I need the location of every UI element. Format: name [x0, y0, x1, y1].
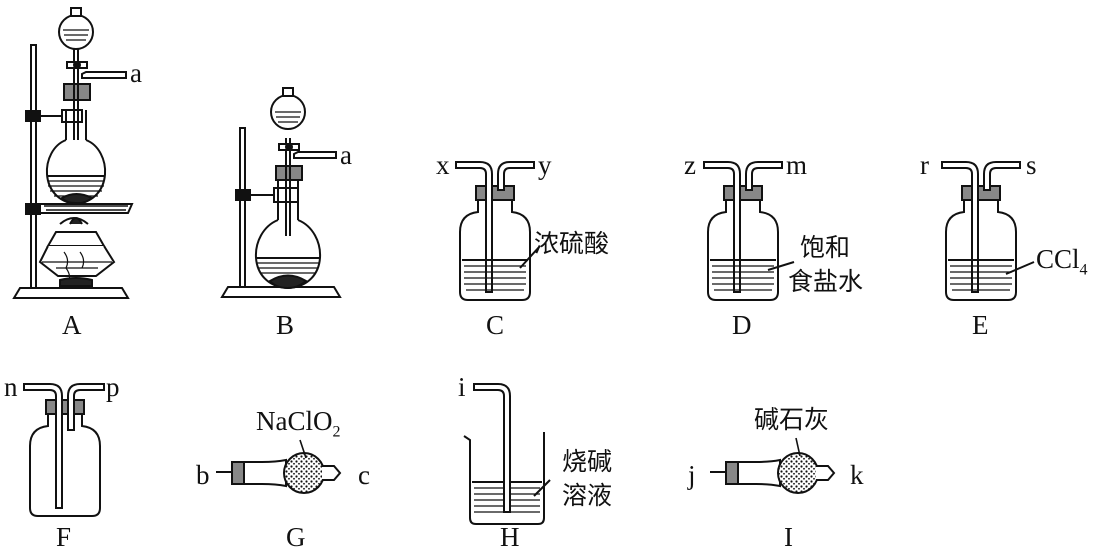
port-label-C-inlet: x — [436, 150, 450, 180]
port-label-D-outlet: m — [786, 150, 808, 180]
apparatus-C — [455, 161, 541, 301]
port-label-I-right: k — [850, 460, 864, 490]
port-label-E-inlet: r — [920, 150, 929, 180]
port-label-G-left: b — [196, 460, 210, 490]
caption-C: C — [486, 310, 505, 340]
port-label-C-outlet: y — [538, 150, 552, 180]
port-label-B-a: a — [340, 140, 352, 170]
reagent-label-C: 浓硫酸 — [534, 229, 610, 258]
caption-H: H — [500, 522, 520, 552]
port-label-F-outlet: p — [106, 372, 120, 402]
reagent-label-H-line2: 溶液 — [562, 481, 613, 510]
caption-F: F — [56, 522, 72, 552]
caption-B: B — [276, 310, 295, 340]
reagent-label-D-line2: 食盐水 — [788, 267, 864, 296]
caption-A: A — [62, 310, 82, 340]
apparatus-G — [216, 452, 342, 494]
apparatus-B — [220, 87, 342, 298]
reagent-label-I: 碱石灰 — [754, 405, 830, 434]
port-label-D-inlet: z — [684, 150, 696, 180]
apparatus-D — [703, 161, 795, 301]
reagent-label-E: CCl4 — [1036, 244, 1088, 279]
caption-G: G — [286, 522, 306, 552]
port-label-G-right: c — [358, 460, 370, 490]
port-label-F-inlet: n — [4, 372, 18, 402]
caption-D: D — [732, 310, 752, 340]
port-label-I-left: j — [688, 460, 696, 490]
apparatus-A — [12, 7, 134, 299]
port-label-A-a: a — [130, 58, 142, 88]
apparatus-F — [23, 383, 105, 517]
reagent-label-G: NaClO2 — [256, 406, 341, 441]
reagent-label-H-line1: 烧碱 — [562, 447, 613, 476]
port-label-H-inlet: i — [458, 372, 466, 402]
apparatus-E — [941, 161, 1035, 301]
caption-I: I — [784, 522, 793, 552]
reagent-label-D-line1: 饱和 — [800, 233, 851, 262]
apparatus-I — [710, 452, 836, 494]
caption-E: E — [972, 310, 989, 340]
apparatus-H — [463, 383, 551, 525]
port-label-E-outlet: s — [1026, 150, 1037, 180]
